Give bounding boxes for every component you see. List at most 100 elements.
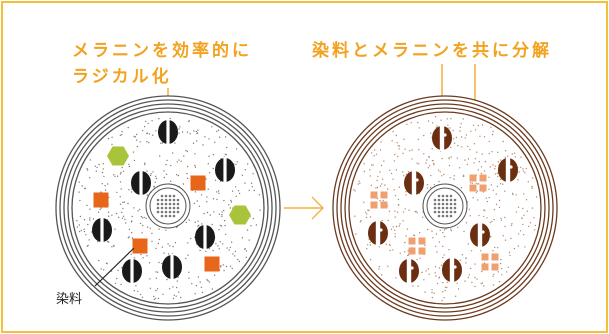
medulla-dot <box>445 214 449 218</box>
cortex-texture <box>76 117 261 301</box>
medulla-dot <box>445 198 449 202</box>
medulla-dot <box>433 210 437 214</box>
dye-square <box>132 238 148 254</box>
decomposed-melanin <box>404 170 424 196</box>
left-caption-line1: メラニンを効率的に <box>72 40 252 61</box>
dye-square <box>93 192 109 208</box>
medulla-dot <box>441 214 445 218</box>
melanin-granule <box>158 119 178 145</box>
medulla-dot <box>164 198 168 202</box>
medulla-dot <box>441 194 445 198</box>
medulla-dot <box>437 214 441 218</box>
radical-hexagon <box>229 205 251 225</box>
medulla-dot <box>453 210 457 214</box>
medulla-dot <box>445 210 449 214</box>
decomposed-melanin <box>399 258 419 284</box>
medulla-dot <box>160 206 164 210</box>
medulla-dot <box>172 210 176 214</box>
dye-fragments <box>408 237 426 255</box>
transition-arrow <box>284 196 324 220</box>
melanin-granule <box>131 170 151 196</box>
melanin-granule <box>92 217 112 243</box>
medulla-dot <box>172 206 176 210</box>
decomposed-melanin <box>368 220 388 246</box>
medulla-dot <box>164 206 168 210</box>
medulla-dot <box>172 214 176 218</box>
dye-fragments <box>370 191 388 209</box>
right-caption: 染料とメラニンを共に分解 <box>312 40 552 61</box>
medulla-dot <box>168 206 172 210</box>
dye-square <box>204 256 220 272</box>
medulla-dot <box>453 198 457 202</box>
medulla-dot <box>156 198 160 202</box>
medulla-dot <box>168 210 172 214</box>
medulla-dot <box>445 202 449 206</box>
cuticle-ring <box>340 103 550 313</box>
left-caption-line2: ラジカル化 <box>72 66 172 87</box>
medulla-dot <box>453 206 457 210</box>
medulla-dot <box>437 206 441 210</box>
medulla-dot <box>433 206 437 210</box>
medulla-dot <box>441 198 445 202</box>
medulla-dot <box>164 194 168 198</box>
medulla-dot <box>176 210 180 214</box>
decomposed-melanin <box>432 125 452 151</box>
melanin-granule <box>162 254 182 280</box>
medulla-inner <box>426 187 464 225</box>
cortex-texture <box>353 116 538 302</box>
medulla-dot <box>449 206 453 210</box>
medulla-dot <box>168 214 172 218</box>
medulla-dot <box>437 198 441 202</box>
medulla-dot <box>445 206 449 210</box>
medulla-dot <box>441 206 445 210</box>
radical-hexagon <box>107 146 129 166</box>
melanin-granule <box>195 224 215 250</box>
decomposed-melanin <box>442 257 462 283</box>
medulla-dot <box>164 202 168 206</box>
cuticle-ring <box>336 99 554 317</box>
medulla-dot <box>176 198 180 202</box>
medulla-dot <box>164 210 168 214</box>
medulla-dot <box>445 194 449 198</box>
medulla-dot <box>172 198 176 202</box>
dye-label: 染料 <box>56 292 82 307</box>
medulla-dot <box>160 202 164 206</box>
cuticle-ring <box>59 99 277 317</box>
medulla-dot <box>172 194 176 198</box>
medulla-dot <box>449 202 453 206</box>
medulla <box>145 183 191 229</box>
medulla-dot <box>437 210 441 214</box>
hair-cross-section-after <box>332 95 558 321</box>
medulla-dot <box>164 214 168 218</box>
medulla-dot <box>433 198 437 202</box>
medulla-dot <box>160 194 164 198</box>
medulla-dot <box>449 210 453 214</box>
medulla-dot <box>160 214 164 218</box>
medulla <box>422 183 468 229</box>
medulla-dot <box>437 194 441 198</box>
medulla-dot <box>441 210 445 214</box>
decomposed-melanin <box>470 222 490 248</box>
medulla-dot <box>168 198 172 202</box>
melanin-granule <box>122 258 142 284</box>
dye-fragments <box>469 174 487 192</box>
medulla-dot <box>449 194 453 198</box>
cuticle-ring <box>344 107 546 309</box>
medulla-dot <box>172 202 176 206</box>
dye-fragments <box>481 253 499 271</box>
dye-label-leader <box>94 247 135 287</box>
medulla-dot <box>160 210 164 214</box>
decomposed-melanin <box>498 157 518 183</box>
melanin-granule <box>215 157 235 183</box>
dye-square <box>190 175 206 191</box>
medulla-dot <box>156 210 160 214</box>
medulla-dot <box>433 202 437 206</box>
cuticle-ring <box>63 103 273 313</box>
medulla-dot <box>176 206 180 210</box>
medulla-dot <box>437 202 441 206</box>
medulla-dot <box>449 214 453 218</box>
medulla-dot <box>449 198 453 202</box>
medulla-dot <box>160 198 164 202</box>
medulla-dot <box>168 194 172 198</box>
